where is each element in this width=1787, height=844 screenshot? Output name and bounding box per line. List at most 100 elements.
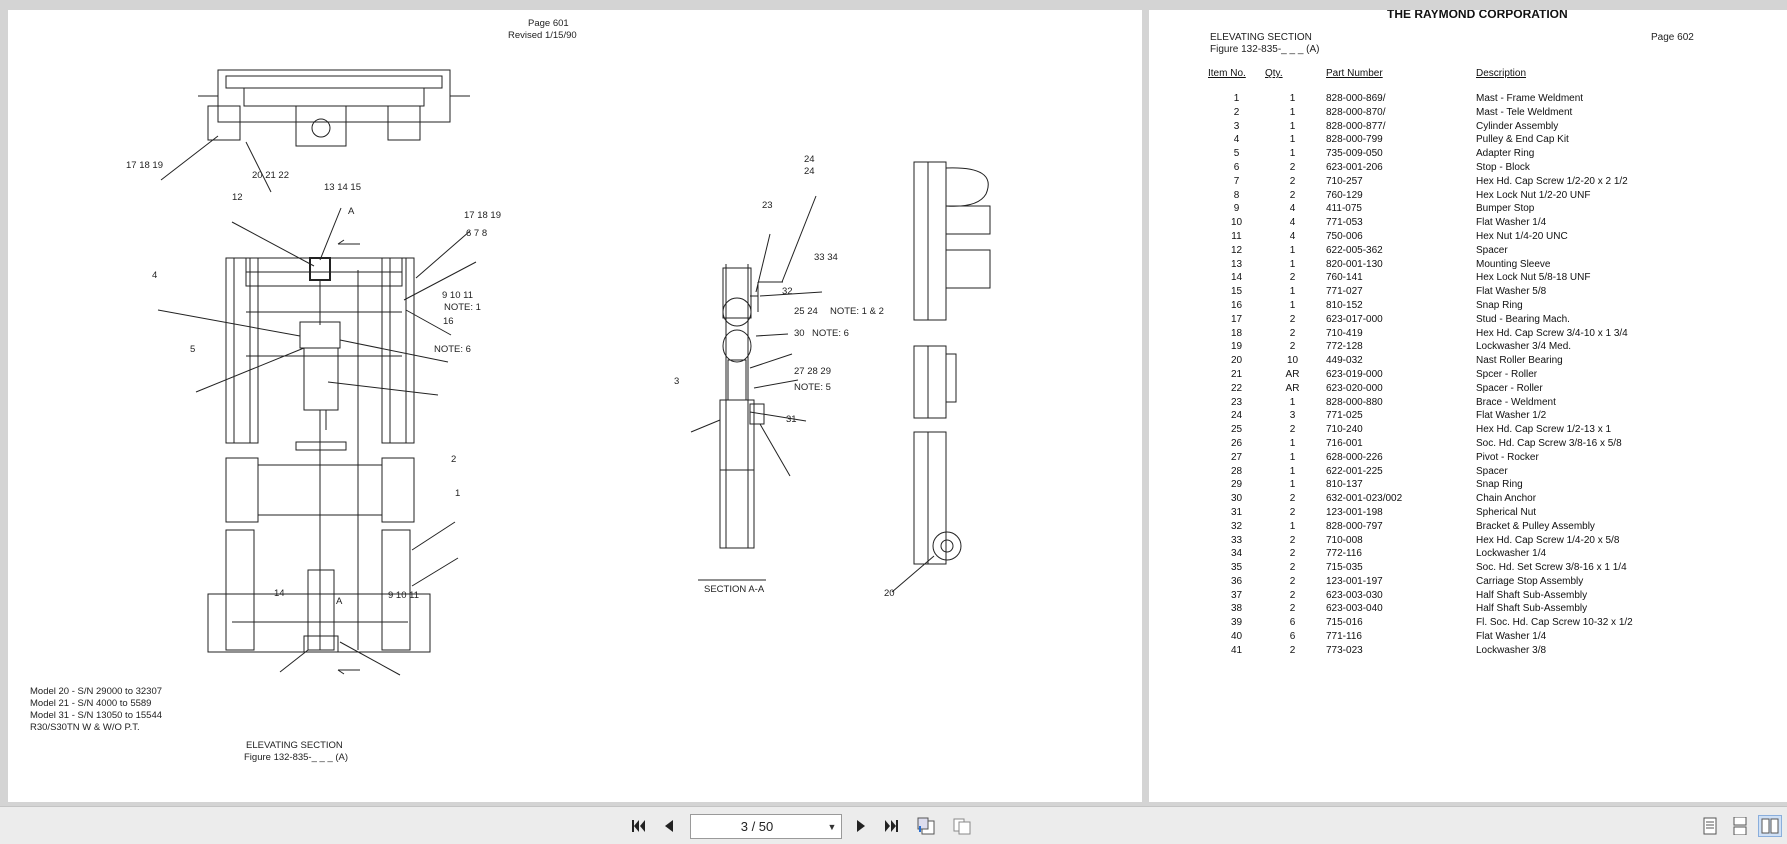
cell-item: 2 [1233,106,1240,118]
cell-qty: 2 [1289,341,1296,353]
cell-desc: Half Shaft Sub-Assembly [1476,589,1588,601]
single-page-view-button[interactable] [1700,815,1720,837]
fit-page-button[interactable] [950,815,974,837]
cell-part: 772-128 [1326,341,1363,353]
note-1-and-2: NOTE: 1 & 2 [830,306,884,317]
cell-qty: 4 [1289,230,1296,242]
cell-desc: Flat Washer 1/4 [1476,217,1547,229]
model-line: Model 20 - S/N 29000 to 32307 [30,686,163,697]
callout-4: 4 [152,270,158,281]
callout-13-14-15: 13 14 15 [324,182,361,193]
cell-desc: Spherical Nut [1476,506,1537,518]
next-page-button[interactable] [850,815,872,837]
two-page-view-button[interactable] [1758,815,1782,837]
cell-part: 828-000-870/ [1326,106,1386,118]
cell-part: 773-023 [1326,644,1363,656]
cell-item: 27 [1230,451,1243,463]
cell-qty: 2 [1289,506,1296,518]
model-line: Model 31 - S/N 13050 to 15544 [30,710,163,721]
callout-30: 30 [794,328,805,339]
page-602: THE RAYMOND CORPORATION ELEVATING SECTIO… [1149,10,1787,802]
cell-item: 17 [1230,313,1243,325]
section-title: ELEVATING SECTION [1210,32,1312,43]
page-601: Page 601 Revised 1/15/90 [8,10,1142,802]
cell-part: 828-000-797 [1326,520,1383,532]
cell-part: 810-152 [1326,299,1363,311]
cell-part: 810-137 [1326,479,1363,491]
cell-qty: 1 [1289,148,1296,160]
cell-desc: Stud - Bearing Mach. [1476,313,1570,325]
cell-item: 35 [1230,562,1243,574]
first-page-button[interactable] [628,815,650,837]
callout-25-24: 25 24 [794,306,818,317]
rotate-icon [917,817,935,835]
cell-qty: 6 [1289,617,1296,629]
cell-qty: 2 [1289,189,1296,201]
document-viewer[interactable]: Page 601 Revised 1/15/90 [0,0,1787,806]
last-page-button[interactable] [880,815,902,837]
cell-qty: 2 [1289,534,1296,546]
header-description: Description [1476,68,1527,79]
prev-page-button[interactable] [658,815,680,837]
cell-qty: 2 [1289,272,1296,284]
cell-desc: Pivot - Rocker [1476,451,1539,463]
callout-33-34: 33 34 [814,252,838,263]
cell-item: 18 [1230,327,1243,339]
cell-part: 710-257 [1326,175,1363,187]
cell-item: 11 [1231,230,1242,242]
cell-qty: 1 [1289,299,1296,311]
cell-desc: Flat Washer 5/8 [1476,286,1547,298]
cell-item: 8 [1233,189,1240,201]
cell-part: 623-001-206 [1326,161,1383,173]
cell-desc: Hex Hd. Cap Screw 1/2-20 x 2 1/2 [1476,175,1628,187]
cell-part: 623-003-040 [1326,603,1383,615]
cell-qty: 2 [1289,644,1296,656]
cell-qty: 2 [1289,327,1296,339]
cell-item: 26 [1230,437,1243,449]
cell-qty: 2 [1289,562,1296,574]
cell-desc: Brace - Weldment [1476,396,1556,408]
cell-part: 623-017-000 [1326,313,1383,325]
cell-desc: Spacer [1476,244,1508,256]
rotate-button[interactable] [914,815,938,837]
cell-item: 34 [1230,548,1243,560]
cell-part: 123-001-197 [1326,575,1383,587]
callout-23: 23 [762,200,773,211]
cell-desc: Soc. Hd. Cap Screw 3/8-16 x 5/8 [1476,437,1622,449]
cell-qty: 2 [1289,493,1296,505]
cell-item: 29 [1230,479,1243,491]
cell-item: 31 [1230,506,1243,518]
cell-item: 36 [1230,575,1243,587]
continuous-view-button[interactable] [1730,815,1750,837]
cell-item: 24 [1230,410,1243,422]
cell-qty: 1 [1289,465,1296,477]
two-page-icon [1761,818,1779,834]
cell-qty: 1 [1289,134,1296,146]
cell-qty: 1 [1289,258,1296,270]
callout-6-7-8: 6 7 8 [466,228,488,239]
page-selector[interactable]: 3 / 50 ▼ [690,814,842,839]
cell-qty: 1 [1289,437,1296,449]
callout-3: 3 [674,376,680,387]
cell-item: 33 [1230,534,1243,546]
single-page-icon [1703,817,1717,835]
cell-qty: 2 [1289,161,1296,173]
cell-item: 19 [1230,341,1243,353]
cell-desc: Spacer [1476,465,1508,477]
cell-item: 3 [1233,120,1240,132]
callout-17-18-19: 17 18 19 [126,160,163,171]
cell-part: 735-009-050 [1326,148,1383,160]
cell-item: 15 [1230,286,1243,298]
cell-part: 628-000-226 [1326,451,1383,463]
